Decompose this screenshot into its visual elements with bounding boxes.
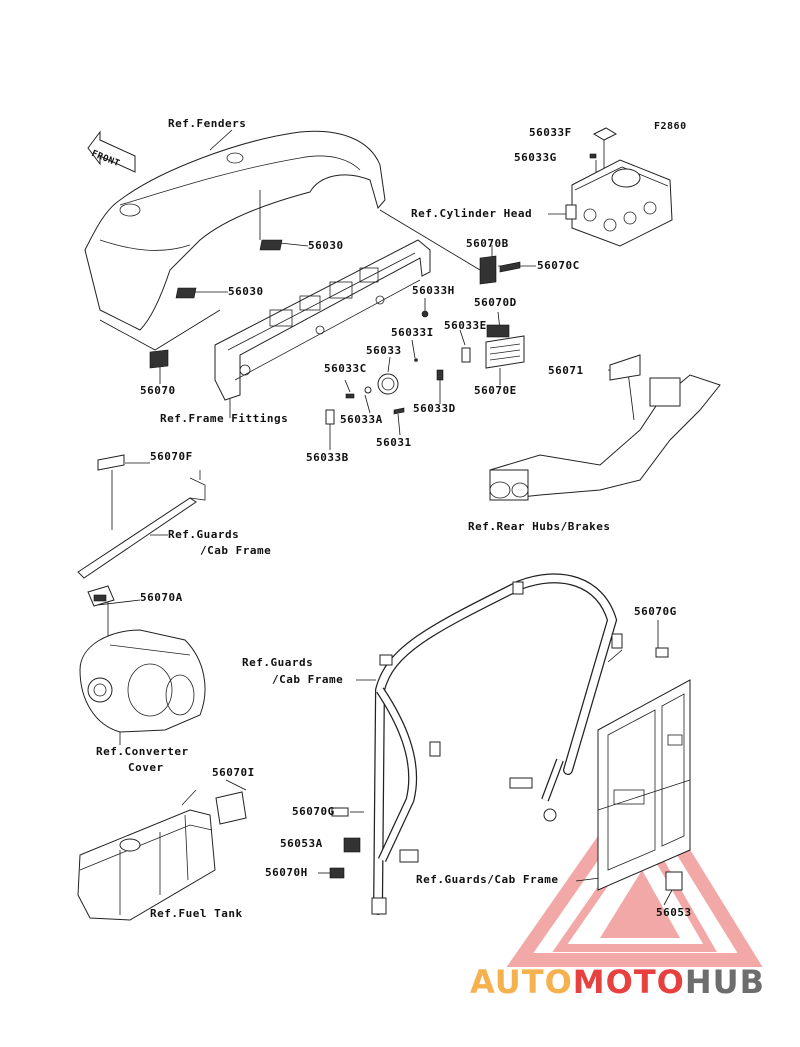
ref-guards-cab-frame-label-3: Ref.Guards/Cab Frame bbox=[416, 873, 559, 886]
converter-cover-drawing bbox=[79, 629, 206, 733]
watermark-text: AUTOMOTOHUB bbox=[470, 963, 765, 1001]
ref-converter-cover-label: Cover bbox=[128, 761, 164, 774]
part-56070A: 56070A bbox=[140, 591, 183, 604]
part-56070: 56070 bbox=[140, 384, 176, 397]
ref-rear-hubs-label: Ref.Rear Hubs/Brakes bbox=[468, 520, 611, 533]
part-56071: 56071 bbox=[548, 364, 584, 377]
part-56033I: 56033I bbox=[391, 326, 434, 339]
part-56070G-right: 56070G bbox=[634, 605, 677, 618]
part-56070E: 56070E bbox=[474, 384, 517, 397]
frame-fittings-drawing bbox=[214, 239, 431, 401]
part-56070C: 56070C bbox=[537, 259, 580, 272]
watermark-hub: HUB bbox=[684, 963, 766, 1001]
rear-hubs-drawing bbox=[489, 354, 721, 501]
part-56033G: 56033G bbox=[514, 151, 557, 164]
fuel-tank-drawing bbox=[77, 789, 216, 921]
watermark-moto: MOTO bbox=[572, 963, 685, 1001]
cab-door-drawing bbox=[597, 679, 691, 891]
part-56053: 56053 bbox=[656, 906, 692, 919]
part-56070B: 56070B bbox=[466, 237, 509, 250]
watermark-auto: AUTO bbox=[470, 963, 573, 1001]
part-56033B: 56033B bbox=[306, 451, 349, 464]
ref-guards-label-2: Ref.Guards bbox=[242, 656, 314, 669]
ref-fenders-label: Ref.Fenders bbox=[168, 117, 247, 130]
part-56031: 56031 bbox=[376, 436, 412, 449]
part-56030-upper: 56030 bbox=[308, 239, 344, 252]
part-56030-lower: 56030 bbox=[228, 285, 264, 298]
figure-code: F2860 bbox=[654, 121, 687, 132]
part-56053A: 56053A bbox=[280, 837, 323, 850]
part-56033D: 56033D bbox=[413, 402, 456, 415]
part-56033C: 56033C bbox=[324, 362, 367, 375]
decal-shapes bbox=[87, 127, 683, 891]
ref-cylinder-head-label: Ref.Cylinder Head bbox=[411, 207, 533, 220]
part-56070I: 56070I bbox=[212, 766, 255, 779]
part-56070G-left: 56070G bbox=[292, 805, 335, 818]
part-56033H: 56033H bbox=[412, 284, 455, 297]
part-56033: 56033 bbox=[366, 344, 402, 357]
part-56070F: 56070F bbox=[150, 450, 193, 463]
part-56033A: 56033A bbox=[340, 413, 383, 426]
ref-fuel-tank-label: Ref.Fuel Tank bbox=[150, 907, 243, 920]
cab-frame-drawing bbox=[371, 573, 623, 915]
front-arrow-icon bbox=[87, 130, 136, 173]
ref-frame-fittings-label: Ref.Frame Fittings bbox=[160, 412, 289, 425]
ref-cab-frame-label-2: /Cab Frame bbox=[272, 673, 344, 686]
ref-converter-label: Ref.Converter bbox=[96, 745, 189, 758]
part-56070H: 56070H bbox=[265, 866, 308, 879]
ref-guards-label-1: Ref.Guards bbox=[168, 528, 240, 541]
part-56033E: 56033E bbox=[444, 319, 487, 332]
ref-cab-frame-label-1: /Cab Frame bbox=[200, 544, 272, 557]
guards-rod-drawing bbox=[77, 470, 206, 579]
part-56070D: 56070D bbox=[474, 296, 517, 309]
fenders-drawing bbox=[84, 130, 386, 331]
cylinder-head-drawing bbox=[565, 159, 673, 247]
part-56033F: 56033F bbox=[529, 126, 572, 139]
